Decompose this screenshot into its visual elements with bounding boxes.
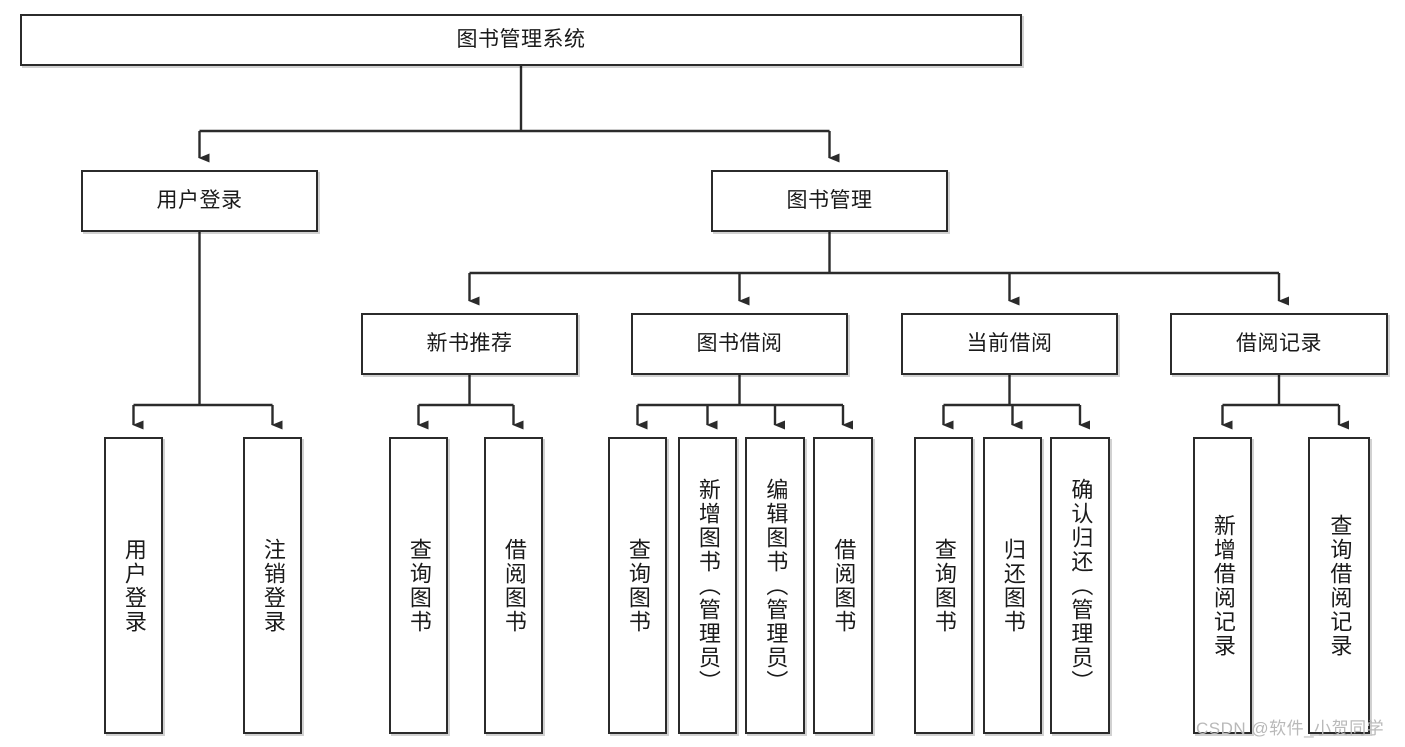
node-leaf-edit-book[interactable]: 编辑图书（管理员） — [745, 437, 805, 734]
node-label-new-book-rec: 新书推荐 — [426, 332, 513, 356]
node-leaf-borrow-2[interactable]: 借阅图书 — [813, 437, 873, 734]
node-leaf-query-rec[interactable]: 查询借阅记录 — [1308, 437, 1370, 734]
node-borrow-record[interactable]: 借阅记录 — [1170, 313, 1388, 375]
node-label-leaf-logout: 注销登录 — [260, 537, 286, 634]
node-label-leaf-query-3: 查询图书 — [931, 537, 957, 634]
node-leaf-return[interactable]: 归还图书 — [983, 437, 1042, 734]
node-leaf-query-2[interactable]: 查询图书 — [608, 437, 667, 734]
node-label-leaf-borrow-1: 借阅图书 — [501, 537, 527, 634]
node-leaf-add-rec[interactable]: 新增借阅记录 — [1193, 437, 1252, 734]
node-book-borrow[interactable]: 图书借阅 — [631, 313, 848, 375]
node-label-current-borrow: 当前借阅 — [966, 332, 1053, 356]
node-leaf-query-1[interactable]: 查询图书 — [389, 437, 448, 734]
node-label-leaf-add-book: 新增图书（管理员） — [695, 477, 721, 694]
node-label-leaf-query-rec: 查询借阅记录 — [1327, 513, 1353, 658]
node-label-leaf-add-rec: 新增借阅记录 — [1210, 513, 1236, 658]
node-leaf-login[interactable]: 用户登录 — [104, 437, 163, 734]
node-leaf-borrow-1[interactable]: 借阅图书 — [484, 437, 543, 734]
node-new-book-rec[interactable]: 新书推荐 — [361, 313, 578, 375]
node-label-leaf-borrow-2: 借阅图书 — [831, 537, 857, 634]
connector-group — [132, 66, 1349, 430]
node-label-leaf-query-2: 查询图书 — [625, 537, 651, 634]
node-label-book-borrow: 图书借阅 — [696, 332, 783, 356]
node-label-leaf-query-1: 查询图书 — [406, 537, 432, 634]
node-leaf-add-book[interactable]: 新增图书（管理员） — [678, 437, 737, 734]
node-label-book-manage: 图书管理 — [786, 189, 873, 213]
node-leaf-confirm[interactable]: 确认归还（管理员） — [1050, 437, 1110, 734]
node-label-leaf-login: 用户登录 — [121, 537, 147, 634]
node-label-leaf-return: 归还图书 — [1000, 537, 1026, 634]
node-leaf-query-3[interactable]: 查询图书 — [914, 437, 973, 734]
node-book-manage[interactable]: 图书管理 — [711, 170, 948, 232]
node-label-leaf-confirm: 确认归还（管理员） — [1068, 477, 1094, 694]
node-root[interactable]: 图书管理系统 — [20, 14, 1022, 66]
node-label-user-login: 用户登录 — [156, 189, 243, 213]
node-user-login[interactable]: 用户登录 — [81, 170, 318, 232]
node-current-borrow[interactable]: 当前借阅 — [901, 313, 1118, 375]
node-label-root: 图书管理系统 — [456, 28, 586, 52]
node-leaf-logout[interactable]: 注销登录 — [243, 437, 302, 734]
node-label-leaf-edit-book: 编辑图书（管理员） — [763, 477, 789, 694]
node-label-borrow-record: 借阅记录 — [1236, 332, 1322, 356]
